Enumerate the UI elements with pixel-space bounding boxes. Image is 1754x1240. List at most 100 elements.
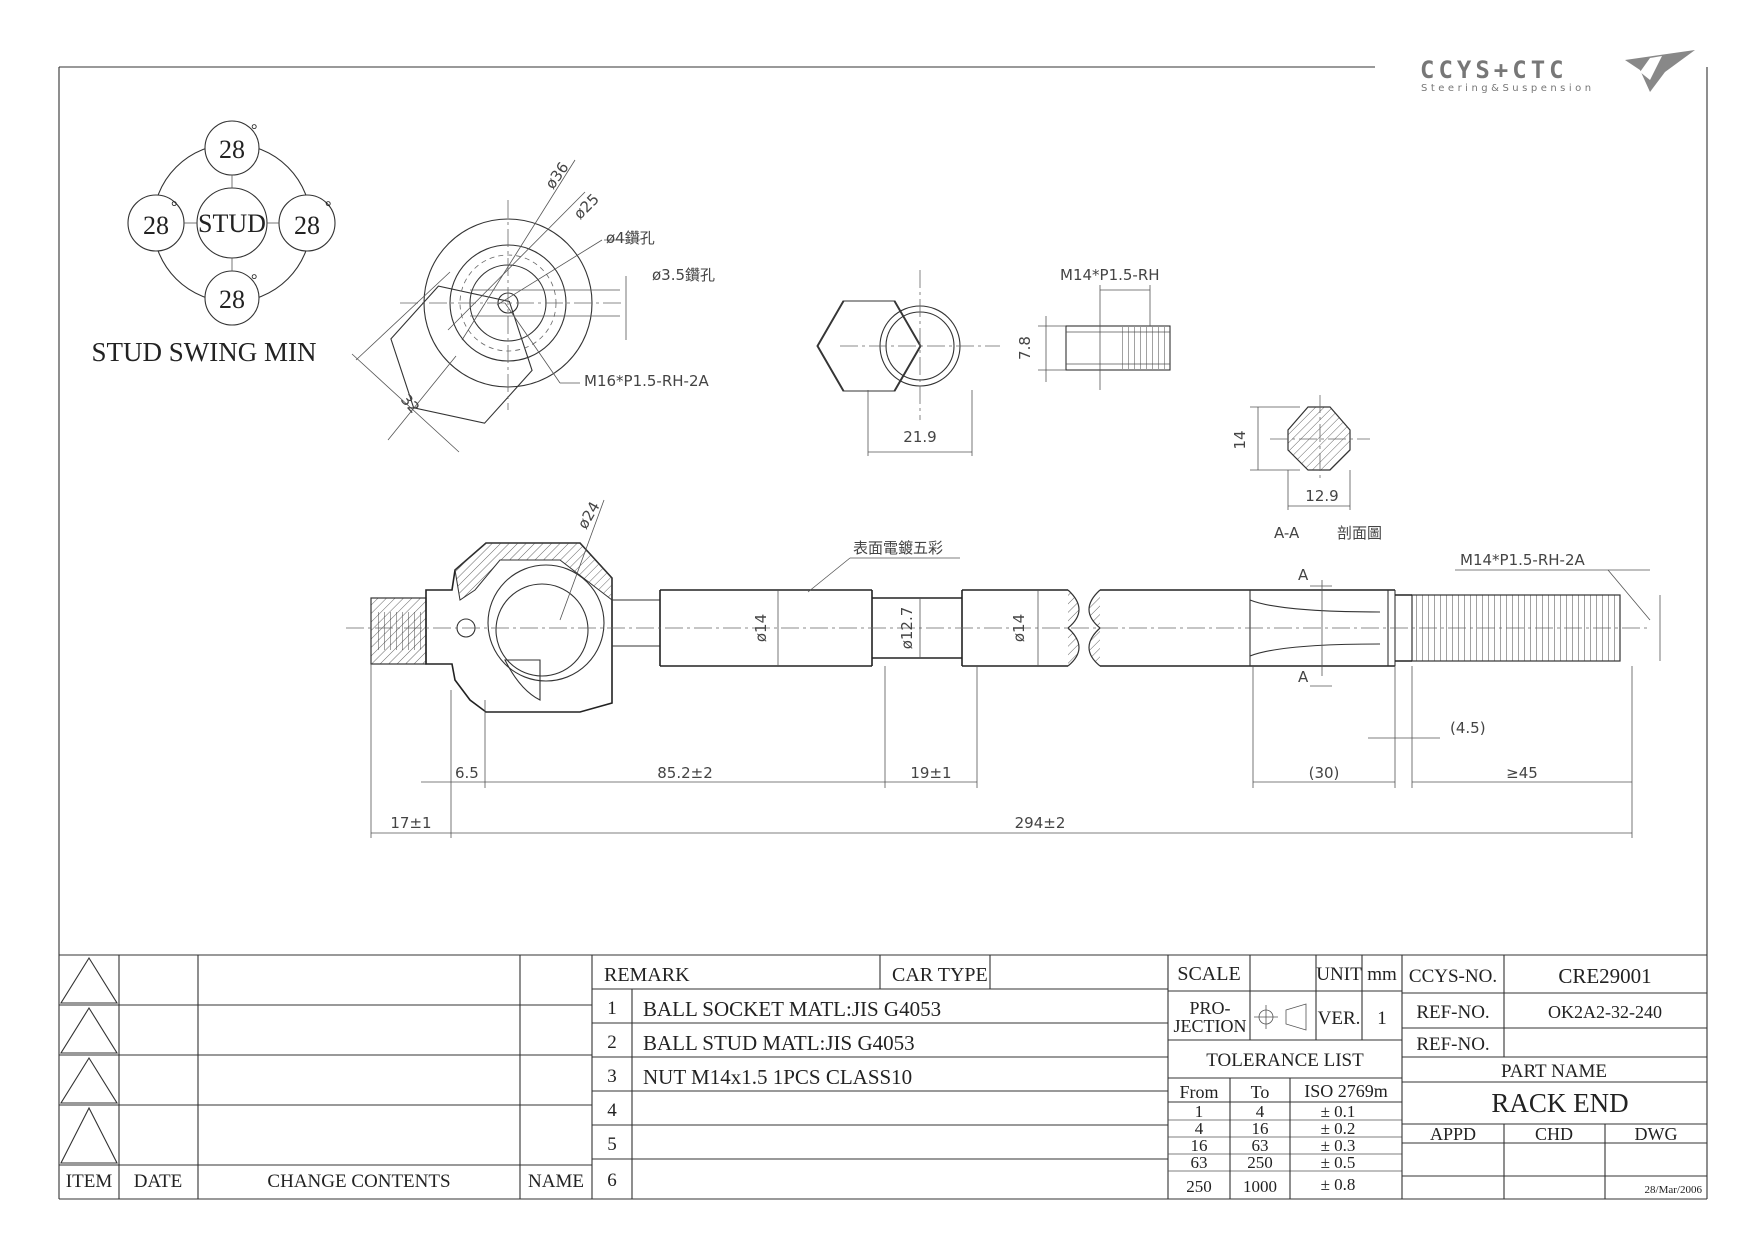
ccys-no-value: CRE29001 (1558, 964, 1651, 988)
hex-nut-view: 21.9 (816, 270, 1000, 456)
dim-17: 17±1 (390, 814, 431, 832)
dim-85-2: 85.2±2 (657, 764, 713, 782)
svg-text:°: ° (171, 199, 177, 216)
part-info-table: CCYS-NO. CRE29001 REF-NO. OK2A2-32-240 R… (1402, 955, 1707, 1199)
svg-text:± 0.2: ± 0.2 (1321, 1119, 1356, 1138)
svg-text:6: 6 (607, 1170, 617, 1191)
dwg-label: DWG (1635, 1124, 1678, 1144)
unit-value: mm (1367, 964, 1397, 985)
logo-brand: CCYS+CTC (1420, 56, 1568, 84)
svg-text:5: 5 (607, 1134, 617, 1155)
svg-text:1: 1 (1195, 1102, 1204, 1121)
dim-sec-width: 12.9 (1305, 487, 1338, 505)
svg-text:°: ° (251, 272, 257, 289)
svg-text:± 0.5: ± 0.5 (1321, 1153, 1356, 1172)
tolerance-table: SCALE UNIT mm PRO- JECTION VER. 1 TOLERA… (1168, 955, 1403, 1199)
ccys-no-label: CCYS-NO. (1409, 966, 1497, 987)
third-angle-projection-icon (1254, 1003, 1307, 1031)
swing-angle-bottom: 28 (219, 285, 245, 314)
revision-table: ITEM DATE CHANGE CONTENTS NAME (59, 955, 593, 1199)
svg-text:63: 63 (1252, 1136, 1269, 1155)
dim-d24: ø24 (574, 499, 604, 532)
title-block: ITEM DATE CHANGE CONTENTS NAME REMARK CA… (59, 954, 1707, 1199)
svg-text:°: ° (251, 122, 257, 139)
svg-text:1000: 1000 (1243, 1177, 1277, 1196)
rev-name-header: NAME (528, 1171, 584, 1192)
dim-30: (30) (1309, 764, 1340, 782)
svg-text:250: 250 (1186, 1177, 1212, 1196)
ver-value: 1 (1377, 1008, 1387, 1029)
svg-text:63: 63 (1191, 1153, 1208, 1172)
tie-rod-elevation: A A ø14 ø12.7 ø14 ø24 表面電鍍五彩 M14*P1.5-RH… (346, 499, 1661, 838)
dim-sec-height: 14 (1231, 430, 1249, 449)
svg-text:To: To (1251, 1082, 1270, 1102)
section-aa-view: 14 12.9 A-A 剖面圖 (1231, 395, 1382, 542)
svg-text:± 0.3: ± 0.3 (1321, 1136, 1356, 1155)
dim-nut-thread: M14*P1.5-RH (1060, 266, 1160, 284)
stud-swing-title: STUD SWING MIN (92, 337, 317, 367)
chd-label: CHD (1535, 1124, 1573, 1144)
remark-table: REMARK CAR TYPE 1 2 3 4 5 6 BALL SOCKET … (592, 955, 1169, 1199)
part-name-value: RACK END (1491, 1088, 1628, 1118)
scale-label: SCALE (1177, 963, 1240, 985)
sheet-border (58, 66, 1708, 1200)
dim-nut-thick: 7.8 (1016, 336, 1034, 360)
car-type-label: CAR TYPE (892, 964, 988, 986)
dim-294: 294±2 (1015, 814, 1066, 832)
swing-angle-top: 28 (219, 135, 245, 164)
appd-label: APPD (1430, 1124, 1476, 1144)
part-name-label: PART NAME (1501, 1061, 1607, 1082)
svg-text:°: ° (325, 199, 331, 216)
dim-6-5: 6.5 (455, 764, 479, 782)
swing-angle-left: 28 (143, 211, 169, 240)
ref-no-label: REF-NO. (1416, 1002, 1489, 1023)
svg-text:From: From (1179, 1082, 1218, 1102)
dim-19: 19±1 (910, 764, 951, 782)
svg-text:1: 1 (607, 998, 617, 1019)
finish-note: 表面電鍍五彩 (853, 539, 943, 557)
ref-no-value: OK2A2-32-240 (1548, 1002, 1662, 1022)
svg-text:3: 3 (607, 1066, 617, 1087)
rev-change-header: CHANGE CONTENTS (267, 1171, 450, 1192)
rev-date-header: DATE (134, 1171, 183, 1192)
stud-label: STUD (198, 209, 266, 238)
svg-text:16: 16 (1191, 1136, 1208, 1155)
section-note: 剖面圖 (1337, 524, 1382, 542)
dim-d36: ø36 (542, 159, 573, 192)
dim-hole35: ø3.5鑽孔 (652, 266, 715, 284)
dim-nut-width: 21.9 (903, 428, 936, 446)
remark-row-1: BALL SOCKET MATL:JIS G4053 (643, 997, 941, 1021)
svg-text:ISO 2769m: ISO 2769m (1304, 1081, 1388, 1101)
svg-text:4: 4 (607, 1100, 617, 1121)
ver-label: VER. (1318, 1008, 1361, 1029)
drawing-date: 28/Mar/2006 (1645, 1184, 1703, 1196)
section-label: A-A (1274, 524, 1300, 542)
dim-thread14: M14*P1.5-RH-2A (1460, 551, 1585, 569)
dim-dia14-a: ø14 (752, 614, 770, 642)
remark-label: REMARK (604, 964, 690, 986)
stud-swing-diagram: 28 28 28 28 ° ° ° ° STUD STUD SWING MIN (92, 120, 336, 367)
ref-no2-label: REF-NO. (1416, 1034, 1489, 1055)
dim-d25: ø25 (570, 190, 603, 223)
projection-label-2: JECTION (1174, 1016, 1247, 1036)
svg-text:2: 2 (607, 1032, 617, 1053)
cut-a-top: A (1298, 566, 1309, 584)
dim-dia14-b: ø14 (1010, 614, 1028, 642)
svg-text:4: 4 (1256, 1102, 1265, 1121)
socket-end-view: ø36 ø25 ø4鑽孔 ø3.5鑽孔 M16*P1.5-RH-2A 32 (351, 159, 715, 453)
logo-tagline: Steering&Suspension (1421, 83, 1595, 94)
svg-text:± 0.8: ± 0.8 (1321, 1175, 1356, 1194)
remark-row-2: BALL STUD MATL:JIS G4053 (643, 1031, 915, 1055)
svg-text:4: 4 (1195, 1119, 1204, 1138)
svg-text:± 0.1: ± 0.1 (1321, 1102, 1356, 1121)
projection-label-1: PRO- (1189, 998, 1230, 1018)
company-logo: CCYS+CTC Steering&Suspension (1420, 50, 1695, 94)
cut-a-bottom: A (1298, 668, 1309, 686)
tolerance-title: TOLERANCE LIST (1206, 1050, 1364, 1071)
dim-thread16: M16*P1.5-RH-2A (584, 372, 709, 390)
dim-d32: 32 (397, 391, 423, 417)
dim-dia127: ø12.7 (898, 607, 916, 650)
swing-angle-right: 28 (294, 211, 320, 240)
dim-4-5: (4.5) (1450, 719, 1486, 737)
